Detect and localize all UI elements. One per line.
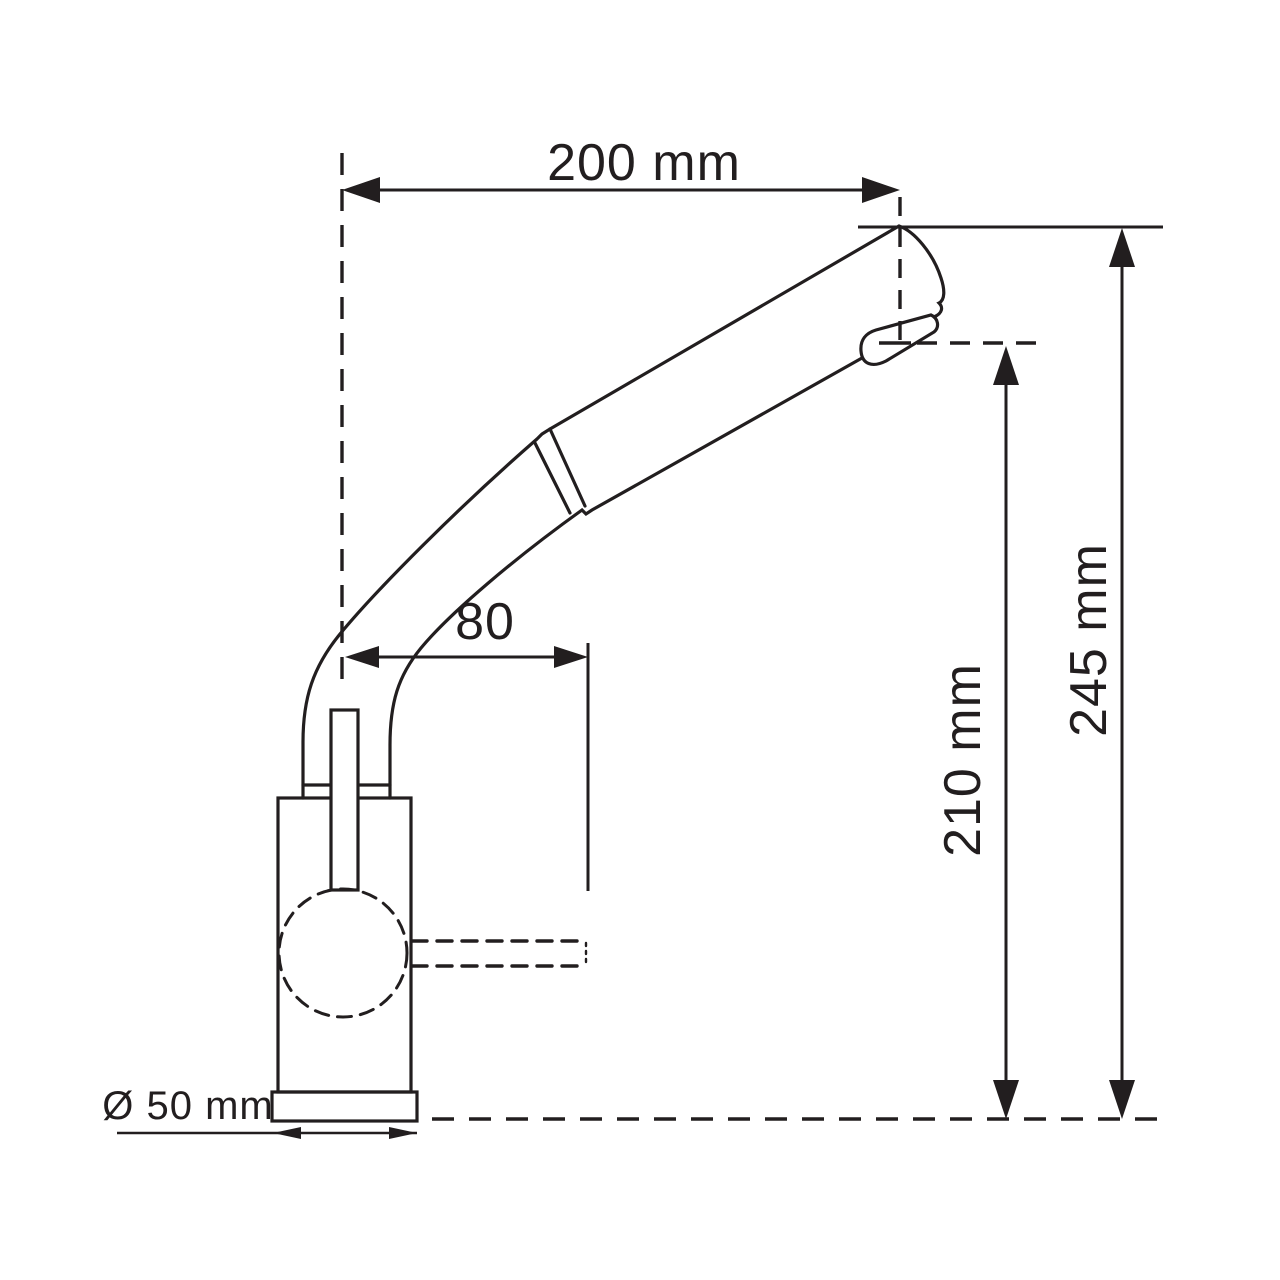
arrowhead-up (1109, 228, 1135, 267)
faucet-base-flange (270, 1090, 419, 1123)
spout-seam-lines (533, 427, 587, 515)
spray-head-front-edge (897, 224, 946, 319)
arrowhead-right (389, 1127, 417, 1139)
dim-label-spout-offset: 80 (455, 593, 515, 651)
dim-total-height (1109, 228, 1135, 1119)
dim-outlet-height (993, 346, 1019, 1119)
arrowhead-left (345, 646, 379, 668)
cartridge-circle-dashed (277, 887, 409, 1019)
dim-label-base-diameter: Ø 50 mm (102, 1084, 274, 1128)
dim-label-outlet-height: 210 mm (934, 663, 992, 857)
arrowhead-right (862, 177, 900, 203)
construction-lines (340, 153, 1163, 1121)
dim-label-total-height: 245 mm (1060, 543, 1118, 737)
arrowhead-up (993, 346, 1019, 385)
aerator-nozzle (859, 313, 940, 366)
arrowhead-down (1109, 1080, 1135, 1119)
arrowhead-left (273, 1127, 301, 1139)
dim-spout-reach (342, 177, 900, 203)
side-outlet-dashed (410, 939, 588, 968)
dim-label-spout-reach: 200 mm (547, 134, 741, 192)
spout-inner-edge (388, 356, 864, 800)
dim-base-diameter (117, 1127, 417, 1139)
lever-handle (329, 708, 360, 892)
arrowhead-down (993, 1080, 1019, 1119)
dim-spout-offset (345, 643, 590, 891)
faucet-outline (270, 224, 946, 1123)
arrowhead-left (342, 177, 380, 203)
spout-outer-edge (301, 224, 901, 800)
arrowhead-right (554, 646, 588, 668)
